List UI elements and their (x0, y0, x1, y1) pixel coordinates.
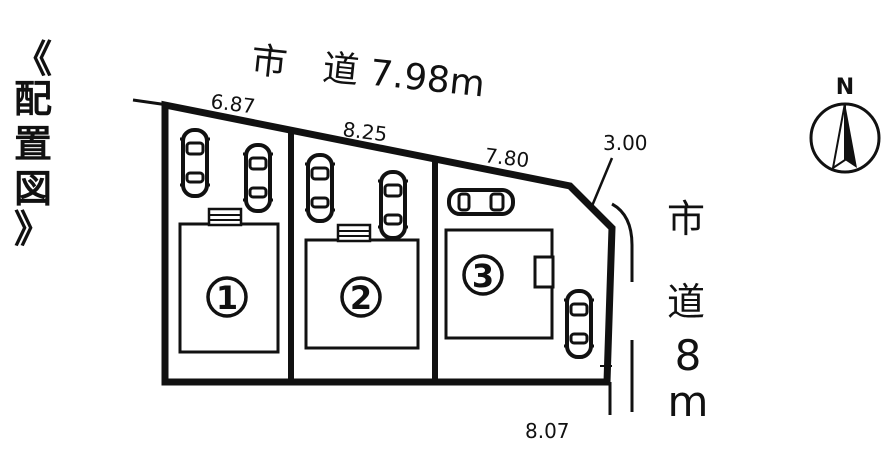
house-footprint-3 (444, 228, 555, 340)
car-icon (562, 289, 596, 359)
parking-cars (178, 128, 596, 359)
lot-number-1: 1 (206, 276, 248, 318)
compass-north-label: N (836, 75, 854, 100)
plan-title: 《 配 置 図 》 (14, 37, 52, 251)
dimension-label: 6.87 (209, 89, 256, 118)
title-char: 《 (14, 37, 52, 81)
house-footprint-1 (178, 207, 280, 354)
car-icon (303, 153, 337, 223)
side-road-char: 市 (667, 197, 705, 241)
title-char: 》 (14, 207, 52, 251)
side-road-char: m (668, 377, 709, 426)
title-char: 図 (14, 167, 52, 211)
car-icon (376, 170, 410, 240)
dimension-label: 8.25 (341, 117, 388, 146)
lot-number-label: 1 (216, 279, 238, 317)
car-icon (241, 143, 275, 213)
top-road-label: 市 道 7.98m (249, 40, 487, 105)
title-char: 配 (14, 77, 52, 121)
north-compass-icon: N (809, 75, 881, 174)
lot-number-label: 2 (350, 279, 372, 317)
side-road-edge (611, 202, 634, 412)
dimension-label: 7.80 (483, 143, 530, 172)
lot-number-2: 2 (340, 276, 382, 318)
dimension-label: 3.00 (603, 131, 648, 155)
side-road-char: 8 (675, 331, 702, 380)
house-footprint-2 (304, 223, 420, 350)
car-icon (447, 188, 515, 216)
car-icon (178, 128, 212, 198)
side-road-label: 市 道 8 m (667, 197, 708, 426)
side-road-char: 道 (667, 280, 705, 324)
lot-number-3: 3 (462, 254, 504, 296)
lot-number-label: 3 (472, 257, 494, 295)
dimension-label: 8.07 (525, 419, 570, 443)
title-char: 置 (14, 122, 52, 166)
lot-outline (132, 98, 616, 415)
